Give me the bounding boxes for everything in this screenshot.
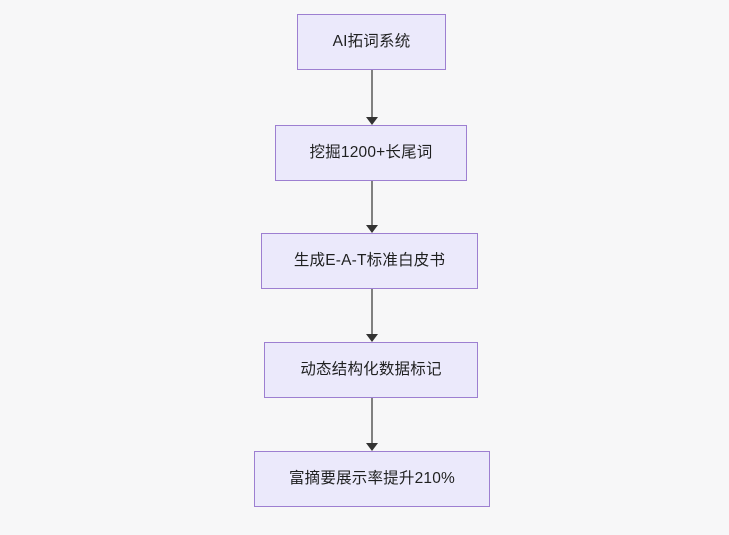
node-label: AI拓词系统 — [332, 33, 411, 51]
flowchart-node-ai-keyword-system[interactable]: AI拓词系统 — [297, 14, 446, 70]
connector-line — [371, 289, 373, 335]
connector-node3-node4 — [364, 289, 380, 342]
arrowhead-icon — [366, 225, 378, 233]
node-label: 挖掘1200+长尾词 — [309, 144, 433, 162]
connector-line — [371, 398, 373, 444]
connector-line — [371, 181, 373, 226]
flowchart-node-longtail-mining[interactable]: 挖掘1200+长尾词 — [275, 125, 467, 181]
arrowhead-icon — [366, 117, 378, 125]
connector-node1-node2 — [364, 70, 380, 125]
connector-line — [371, 70, 373, 118]
node-label: 富摘要展示率提升210% — [288, 470, 456, 488]
flowchart-node-rich-snippet-result[interactable]: 富摘要展示率提升210% — [254, 451, 490, 507]
node-label: 动态结构化数据标记 — [300, 361, 442, 379]
arrowhead-icon — [366, 334, 378, 342]
flowchart-node-structured-data-markup[interactable]: 动态结构化数据标记 — [264, 342, 478, 398]
arrowhead-icon — [366, 443, 378, 451]
connector-node4-node5 — [364, 398, 380, 451]
node-label: 生成E-A-T标准白皮书 — [293, 252, 446, 270]
flowchart-node-eat-whitepaper[interactable]: 生成E-A-T标准白皮书 — [261, 233, 478, 289]
connector-node2-node3 — [364, 181, 380, 233]
